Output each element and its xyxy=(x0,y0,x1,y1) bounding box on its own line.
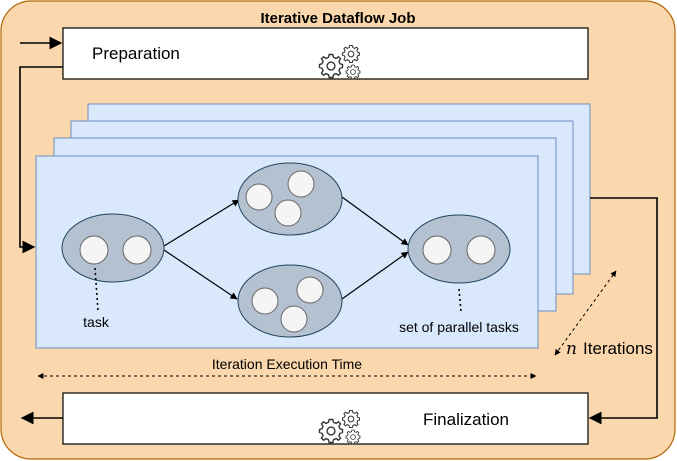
task-node xyxy=(422,235,452,265)
task-group xyxy=(237,162,343,236)
task-node xyxy=(296,276,324,304)
task-group xyxy=(407,214,511,284)
parallel-tasks-annotation: set of parallel tasks xyxy=(399,319,519,335)
preparation-box xyxy=(62,27,589,80)
parallel-tasks-leader xyxy=(458,288,462,313)
task-node xyxy=(287,170,315,198)
task-node xyxy=(274,199,302,227)
edge-arrow xyxy=(341,196,409,246)
finalization-box xyxy=(62,392,589,445)
task-annotation: task xyxy=(83,314,110,330)
task-node xyxy=(466,235,496,265)
iteration-to-final-arrow xyxy=(588,197,658,425)
iteration-time-label: Iteration Execution Time xyxy=(212,356,362,372)
task-group xyxy=(61,213,165,283)
iterations-n-symbol: n xyxy=(566,339,577,359)
edge-arrow xyxy=(163,199,240,247)
preparation-label: Preparation xyxy=(92,44,180,63)
task-node xyxy=(245,183,273,211)
task-node xyxy=(122,235,152,265)
edge-arrow xyxy=(163,249,238,300)
finalization-label: Finalization xyxy=(423,410,509,429)
diagram-title: Iterative Dataflow Job xyxy=(260,10,415,27)
iterations-label: Iterations xyxy=(583,339,653,358)
prep-to-iteration-arrow xyxy=(19,66,63,254)
task-node xyxy=(280,305,308,333)
edge-arrow xyxy=(341,251,409,300)
task-node xyxy=(79,235,109,265)
task-leader xyxy=(94,267,99,312)
iterations-arrow xyxy=(554,270,617,356)
task-node xyxy=(251,287,279,315)
